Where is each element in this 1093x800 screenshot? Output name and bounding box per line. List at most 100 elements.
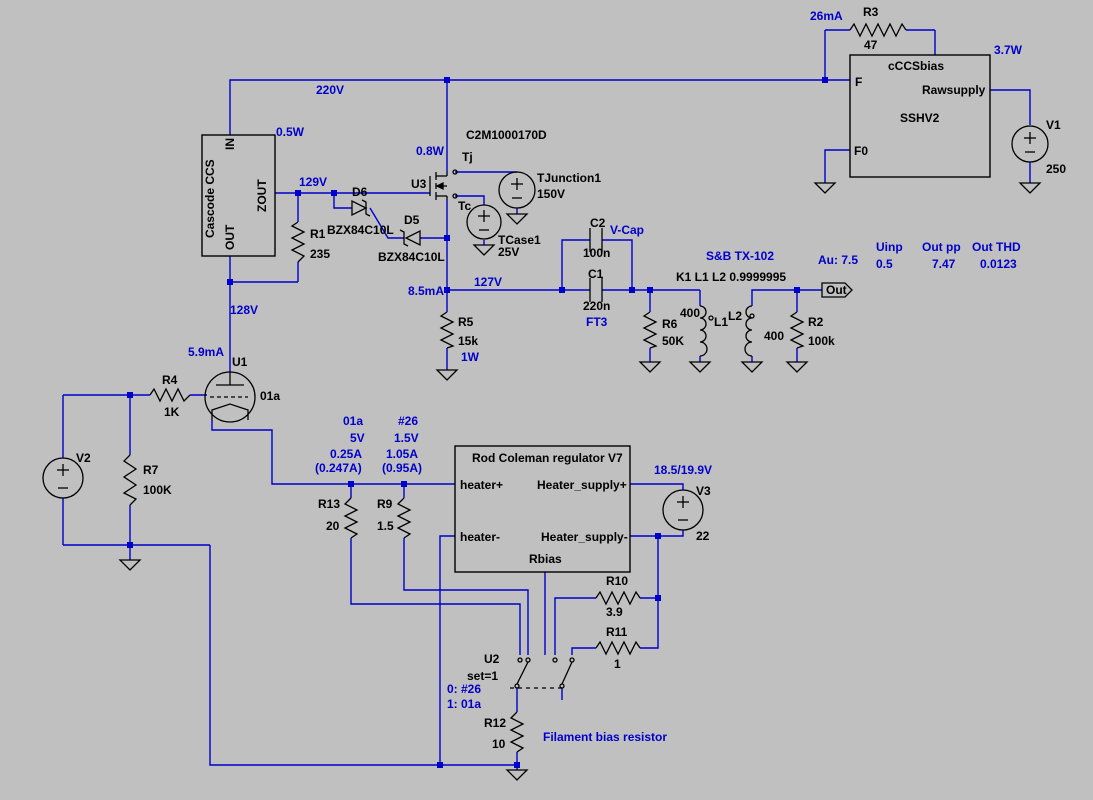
r13-value: 20 [326,519,340,533]
tube-a-i: 0.25A [330,447,362,461]
r3-value: 47 [864,38,878,52]
r5-power: 1W [461,350,480,364]
tube-a-name: 01a [343,414,363,428]
resistor-r5 [439,311,455,349]
resistor-r9 [396,497,412,539]
c2-value: 100n [583,246,610,260]
resistor-r4 [149,387,191,403]
r12-ref: R12 [484,716,506,730]
supply-current-label: 26mA [810,9,843,23]
tube-b-i2: (0.95A) [382,461,422,475]
v3-ref: V3 [696,484,711,498]
v1-value: 250 [1046,162,1066,176]
resistor-r7 [122,454,138,506]
l2-value: 400 [764,329,784,343]
measure-outpp-label: Out pp [922,240,961,254]
source-tcase1 [466,204,502,240]
net-ft3: FT3 [586,315,608,329]
out-label: Out [826,283,847,297]
r11-value: 1 [614,657,621,671]
r9-ref: R9 [377,497,393,511]
tube-u1 [204,371,256,423]
diode-d6 [351,199,371,217]
r7-value: 100K [143,483,172,497]
net-8-5ma: 8.5mA [408,284,444,298]
inductor-l1 [699,305,714,357]
regulator-block [454,445,631,573]
net-vcap: V-Cap [610,223,644,237]
measure-outthd-value: 0.0123 [980,257,1017,271]
wires [62,29,1031,770]
tube-b-i: 1.05A [386,447,418,461]
sshv2-block [849,54,991,178]
mosfet-tj: Tj [462,150,473,164]
mosfet-part: C2M1000170D [466,128,547,142]
r4-ref: R4 [162,373,178,387]
r6-ref: R6 [662,317,678,331]
r4-value: 1K [164,405,180,419]
l1-ref: L1 [714,315,728,329]
transformer-coupling: K1 L1 L2 0.9999995 [676,270,786,284]
u2-opt1: 1: 01a [447,697,481,711]
r13-ref: R13 [318,497,340,511]
inductor-l2 [744,305,755,357]
tube-b-name: #26 [398,414,418,428]
v3-value: 22 [696,529,710,543]
r11-ref: R11 [606,625,628,639]
sshv2-pin-f0: F0 [854,144,868,158]
l2-ref: L2 [728,309,742,323]
r1-value: 235 [310,247,330,261]
mosfet-u3 [429,169,458,200]
filament-label: Filament bias resistor [543,730,667,744]
d6-part: BZX84C10L [327,223,394,237]
capacitor-c1 [589,278,603,302]
resistor-r10 [595,590,641,606]
regulator-heater-p: heater+ [460,478,503,492]
resistor-r11 [595,640,641,656]
c2-ref: C2 [590,216,606,230]
v1-ref: V1 [1046,118,1061,132]
cascode-ccs-block [201,134,276,257]
regulator-heater-m: heater- [460,530,500,544]
r1-ref: R1 [310,227,326,241]
tcase-ref: TCase1 [498,233,541,247]
sshv2-pin-f: F [855,75,862,89]
mosfet-power: 0.8W [416,144,445,158]
source-v3 [662,489,704,531]
regulator-rbias: Rbias [529,552,562,566]
junction-dots [127,77,828,768]
r7-ref: R7 [143,463,159,477]
r2-ref: R2 [808,315,824,329]
c1-value: 220n [583,299,610,313]
r2-value: 100k [808,334,835,348]
diode-d5 [399,229,421,247]
v2-ref: V2 [76,451,91,465]
u2-ref: U2 [484,652,500,666]
r10-value: 3.9 [606,605,623,619]
resistor-r2 [789,311,805,349]
tube-a-i2: (0.247A) [315,461,362,475]
regulator-name: Rod Coleman regulator V7 [472,451,623,465]
net-127v: 127V [474,275,502,289]
ccs-pin-in: IN [223,138,237,150]
mosfet-ref: U3 [411,177,427,191]
c1-ref: C1 [588,267,604,281]
ccs-pin-out: OUT [223,224,237,250]
ground-symbols [118,182,1042,781]
net-129v: 129V [299,175,327,189]
sshv2-name: SSHV2 [900,111,940,125]
r9-value: 1.5 [377,519,394,533]
sshv2-pin-top: cCCSbias [888,59,944,73]
regulator-supply-m: Heater_supply- [541,530,628,544]
u1-part: 01a [260,389,280,403]
u1-ref: U1 [232,355,248,369]
r10-ref: R10 [606,574,628,588]
measure-outpp-value: 7.47 [932,257,956,271]
r5-ref: R5 [458,315,474,329]
r6-value: 50K [662,334,684,348]
net-5-9ma: 5.9mA [188,345,224,359]
measure-uinp-label: Uinp [876,240,903,254]
measure-outthd-label: Out THD [972,240,1021,254]
tjunction-value: 150V [537,187,565,201]
resistor-r3 [849,22,907,38]
